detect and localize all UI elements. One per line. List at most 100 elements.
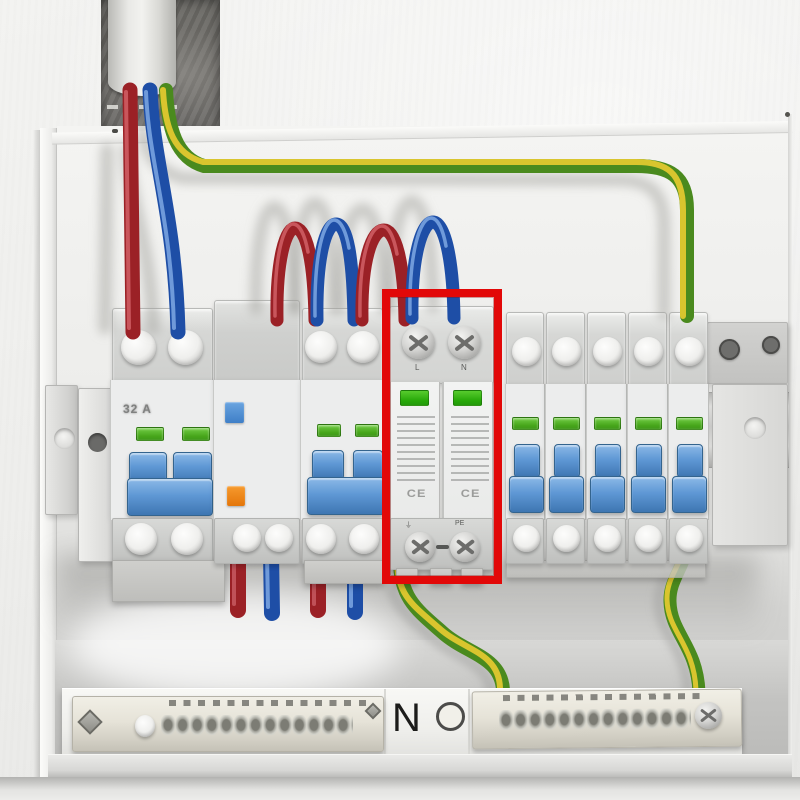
terminal-screw-icon bbox=[675, 337, 704, 366]
spd-terminal-label-L: L bbox=[415, 363, 420, 372]
busbar-screw-icon bbox=[694, 701, 723, 730]
recess-mark bbox=[139, 105, 148, 109]
terminal-screw-icon bbox=[635, 525, 662, 552]
terminal-screw-icon bbox=[305, 331, 337, 363]
toggle-handle[interactable] bbox=[353, 450, 383, 480]
busbar-serration bbox=[502, 692, 703, 702]
status-window-green bbox=[553, 417, 580, 430]
spd-terminal-screw-icon bbox=[448, 326, 481, 359]
earth-busbar bbox=[471, 688, 743, 750]
terminal-screw-icon bbox=[513, 525, 540, 552]
branch-foot bbox=[304, 560, 384, 584]
rail-end-stop-right bbox=[712, 384, 788, 546]
terminal-screw-icon bbox=[553, 525, 580, 552]
terminal-screw-icon bbox=[265, 524, 293, 552]
toggle-handle[interactable] bbox=[554, 444, 580, 478]
spd-bottom-label-earth: ⏚ bbox=[405, 522, 412, 529]
clamp-hole-dark bbox=[88, 433, 107, 452]
plate-seam bbox=[384, 689, 386, 757]
conduit-pipe bbox=[108, 0, 176, 96]
breaker-top-block bbox=[669, 312, 708, 386]
plate-seam bbox=[468, 689, 470, 757]
toggle-handle[interactable] bbox=[636, 444, 662, 478]
breaker-face bbox=[586, 384, 627, 520]
terminal-screw-icon bbox=[121, 330, 156, 365]
breaker-top-block bbox=[546, 312, 585, 386]
breaker-bottom-block bbox=[669, 518, 708, 564]
toggle-handle[interactable] bbox=[514, 444, 540, 478]
toggle-bar[interactable] bbox=[549, 476, 584, 513]
rail-bracket-right bbox=[707, 322, 788, 384]
neutral-busbar bbox=[72, 696, 384, 752]
spd-bottom-label-pe: PE bbox=[455, 520, 465, 527]
breaker-bottom-block bbox=[628, 518, 667, 564]
rcd-top-block bbox=[214, 300, 300, 382]
status-window-green bbox=[355, 424, 379, 437]
neutral-busbar-holes bbox=[161, 715, 353, 735]
terminal-screw-icon bbox=[125, 523, 157, 555]
rcbo-bottom-terminal-block bbox=[112, 518, 213, 564]
busbar-screw-icon bbox=[135, 715, 155, 737]
spd-terminal-screw-icon bbox=[405, 532, 435, 562]
rail-end-clamp-left bbox=[45, 385, 78, 515]
status-window-green bbox=[594, 417, 621, 430]
breaker-top-block bbox=[628, 312, 667, 386]
spd-terminal-screw-icon bbox=[450, 532, 480, 562]
breaker-bottom-block bbox=[546, 518, 585, 564]
rcd-indicator-orange bbox=[227, 486, 245, 506]
rcd-bottom-block bbox=[214, 518, 300, 564]
status-window-green bbox=[136, 427, 164, 441]
terminal-screw-icon bbox=[306, 524, 336, 554]
corner-clip bbox=[112, 129, 118, 133]
terminal-screw-icon bbox=[634, 337, 663, 366]
panel-bottom-lip bbox=[48, 754, 792, 777]
panel-drop-shadow bbox=[33, 130, 40, 780]
terminal-screw-icon bbox=[347, 331, 379, 363]
spd-dash-mark bbox=[436, 545, 449, 549]
status-window-green bbox=[676, 417, 703, 430]
toggle-bar[interactable] bbox=[672, 476, 707, 513]
toggle-bar[interactable] bbox=[509, 476, 544, 513]
corner-screw bbox=[785, 112, 790, 117]
rcd-test-button-blue[interactable] bbox=[225, 402, 244, 423]
status-window-green bbox=[182, 427, 210, 441]
spd-status-window bbox=[400, 390, 429, 406]
terminal-screw-icon bbox=[594, 525, 621, 552]
terminal-screw-icon bbox=[552, 337, 581, 366]
toggle-handle[interactable] bbox=[595, 444, 621, 478]
toggle-bar[interactable] bbox=[127, 478, 213, 516]
toggle-bar[interactable] bbox=[631, 476, 666, 513]
spd-highlight-rectangle bbox=[382, 289, 502, 584]
branch-bottom-block bbox=[302, 518, 383, 564]
wall-below-panel bbox=[0, 777, 800, 800]
busbar-screw-icon bbox=[77, 709, 103, 735]
branch-face bbox=[300, 380, 385, 520]
breaker-face bbox=[505, 384, 545, 520]
terminal-screw-icon bbox=[676, 525, 703, 552]
toggle-handle[interactable] bbox=[312, 450, 344, 480]
toggle-bar[interactable] bbox=[307, 477, 385, 515]
toggle-bar[interactable] bbox=[590, 476, 625, 513]
terminal-screw-icon bbox=[233, 524, 261, 552]
rcbo-face: 32 A bbox=[110, 380, 215, 520]
breaker-face bbox=[627, 384, 668, 520]
spd-module-2: CE bbox=[442, 382, 493, 520]
interior-reflection bbox=[70, 590, 400, 700]
terminal-screw-icon bbox=[171, 523, 203, 555]
branch-top-block bbox=[302, 308, 383, 382]
rcbo-top-terminal-block bbox=[112, 308, 213, 384]
plate-ring-mark bbox=[436, 702, 465, 731]
rcbo-foot bbox=[112, 560, 225, 602]
terminal-screw-icon bbox=[593, 337, 622, 366]
breaker-face bbox=[545, 384, 586, 520]
spd-terminal-label-N: N bbox=[461, 363, 467, 372]
ce-mark: CE bbox=[406, 488, 427, 500]
breaker-bottom-block bbox=[587, 518, 626, 564]
recess-mark bbox=[107, 105, 118, 109]
clamp-hole bbox=[54, 428, 75, 449]
toggle-handle[interactable] bbox=[677, 444, 703, 478]
recess-mark bbox=[167, 105, 177, 109]
breaker-face bbox=[668, 384, 709, 520]
spd-terminal-screw-icon bbox=[402, 326, 435, 359]
